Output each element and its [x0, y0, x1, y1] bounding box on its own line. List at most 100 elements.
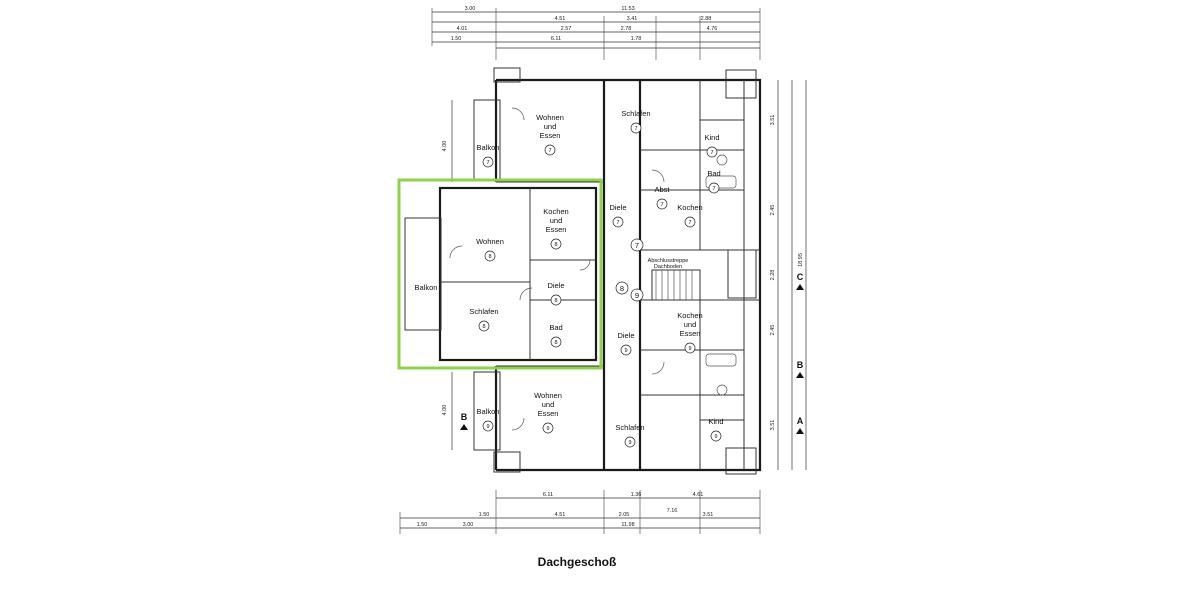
room-unit-circle-bad-mid: [550, 336, 562, 348]
dim-right-4: 2.45: [770, 325, 776, 336]
right-dimensions: 18.95 3.51 2.45 2.28 2.45 3.51: [770, 80, 807, 470]
stair-unit-8-text: 8: [620, 284, 624, 293]
stair-label-1: Abschlusstreppe: [648, 258, 689, 264]
room-unit-kind-bot: 9: [714, 434, 717, 440]
room-label-schlafen-top: Schlafen: [621, 109, 650, 118]
room-unit-circle-kind-bot: [710, 430, 722, 442]
room-unit-bad-mid: 8: [554, 340, 557, 346]
room-unit-circle-diele-bot: [620, 344, 632, 356]
stair-label-2: Dachboden: [654, 264, 682, 270]
dim-top-4c: 1.78: [631, 36, 642, 42]
room-unit-bad-top: 7: [712, 186, 715, 192]
room-label-kochen-mid: Essen: [546, 225, 567, 234]
section-arrow-b-right: [796, 372, 804, 378]
room-unit-kind-top: 7: [710, 150, 713, 156]
room-label-kochen-mid: und: [550, 216, 563, 225]
dim-bot-1b: 1.36: [631, 492, 642, 498]
room-unit-wohnen-mid: 8: [488, 254, 491, 260]
dim-top-3d: 4.76: [707, 26, 718, 32]
room-label-kochen-right: Essen: [680, 329, 701, 338]
room-unit-schlafen-top: 7: [634, 126, 637, 132]
dim-right-3: 2.28: [770, 270, 776, 281]
room-unit-circle-kochen-right: [684, 342, 696, 354]
room-unit-circle-wohnen-bot: [542, 422, 554, 434]
room-unit-schlafen-bot: 9: [628, 440, 631, 446]
room-unit-wohnen-bot: 9: [546, 426, 549, 432]
room-unit-balkon-top: 7: [486, 160, 489, 166]
plan-title: Dachgeschoß: [538, 555, 617, 569]
dim-top-3b: 2.57: [561, 26, 572, 32]
room-unit-balkon-bot: 9: [486, 424, 489, 430]
dim-top-4b: 6.11: [551, 36, 561, 42]
dim-top-1b: 11.53: [621, 6, 634, 12]
room-label-kochen-mid: Kochen: [543, 207, 568, 216]
dim-bot-3a: 1.50: [417, 522, 428, 528]
room-label-wohnen-bot: Essen: [538, 409, 559, 418]
room-label-schlafen-mid: Schlafen: [469, 307, 498, 316]
room-unit-circle-diele-top: [612, 216, 624, 228]
dim-bot-1c: 4.61: [693, 492, 704, 498]
room-label-bad-mid: Bad: [549, 323, 562, 332]
room-unit-circle-kochen-top: [684, 216, 696, 228]
dim-bot-2b: 4.51: [555, 512, 566, 518]
room-label-kochen-top: Kochen: [677, 203, 702, 212]
room-label-wohnen-top: und: [544, 122, 557, 131]
dim-top-2c: 2.88: [701, 16, 712, 22]
dim-right-1: 3.51: [770, 115, 776, 126]
stair-unit-7: 7: [630, 238, 644, 252]
room-unit-schlafen-mid: 8: [482, 324, 485, 330]
left-dimensions: 4.00 4.00: [442, 100, 453, 450]
room-unit-abst-top: 7: [660, 202, 663, 208]
stair-unit-9-text: 9: [635, 291, 639, 300]
bottom-dimensions: 6.11 1.36 4.61 1.50 4.51 2.05 7.16 3.51 …: [399, 490, 761, 534]
stair-unit-9: 9: [630, 288, 644, 302]
room-unit-kochen-top: 7: [688, 220, 691, 226]
room-label-kind-bot: Kind: [708, 417, 723, 426]
stair-unit-7-text: 7: [635, 241, 639, 250]
room-label-kochen-right: und: [684, 320, 697, 329]
dim-bot-3b: 3.00: [463, 522, 474, 528]
room-label-wohnen-bot: und: [542, 400, 555, 409]
room-label-balkon-mid: Balkon: [415, 283, 438, 292]
dim-bot-2c: 2.05: [619, 512, 630, 518]
dim-bot-2e: 3.51: [703, 512, 714, 518]
room-unit-diele-top: 7: [616, 220, 619, 226]
room-unit-circle-kind-top: [706, 146, 718, 158]
dim-top-1a: 3.00: [465, 6, 476, 12]
dim-top-2a: 4.51: [555, 16, 566, 22]
room-label-diele-top: Diele: [609, 203, 626, 212]
room-unit-circle-wohnen-mid: [484, 250, 496, 262]
section-arrow-b-left: [460, 424, 468, 430]
dim-left-bot: 4.00: [442, 405, 448, 416]
room-label-wohnen-bot: Wohnen: [534, 391, 562, 400]
dim-top-3c: 2.78: [621, 26, 632, 32]
room-unit-circle-schlafen-mid: [478, 320, 490, 332]
section-mark-c: C: [797, 272, 804, 282]
room-label-balkon-bot: Balkon: [477, 407, 500, 416]
section-arrow-c: [796, 284, 804, 290]
room-unit-circle-diele-mid: [550, 294, 562, 306]
room-label-diele-bot: Diele: [617, 331, 634, 340]
room-unit-kochen-mid: 8: [554, 242, 557, 248]
section-mark-a: A: [797, 416, 804, 426]
room-label-kochen-right: Kochen: [677, 311, 702, 320]
room-unit-circle-kochen-mid: [550, 238, 562, 250]
room-label-abst-top: Abst: [654, 185, 670, 194]
room-unit-circle-balkon-bot: [482, 420, 494, 432]
dim-bot-2a: 1.50: [479, 512, 490, 518]
top-dimensions: 3.00 11.53 4.51 3.41 2.88 4.01 2.57 2.78…: [431, 6, 761, 60]
room-label-wohnen-mid: Wohnen: [476, 237, 504, 246]
room-label-wohnen-top: Essen: [540, 131, 561, 140]
room-label-wohnen-top: Wohnen: [536, 113, 564, 122]
stair-unit-8: 8: [615, 281, 629, 295]
room-label-bad-top: Bad: [707, 169, 720, 178]
room-unit-wohnen-top: 7: [548, 148, 551, 154]
section-arrow-a: [796, 428, 804, 434]
unit-highlight: [397, 178, 603, 370]
room-unit-circle-bad-top: [708, 182, 720, 194]
room-unit-diele-mid: 8: [554, 298, 557, 304]
room-unit-circle-wohnen-top: [544, 144, 556, 156]
section-mark-b-left: B: [461, 412, 468, 422]
